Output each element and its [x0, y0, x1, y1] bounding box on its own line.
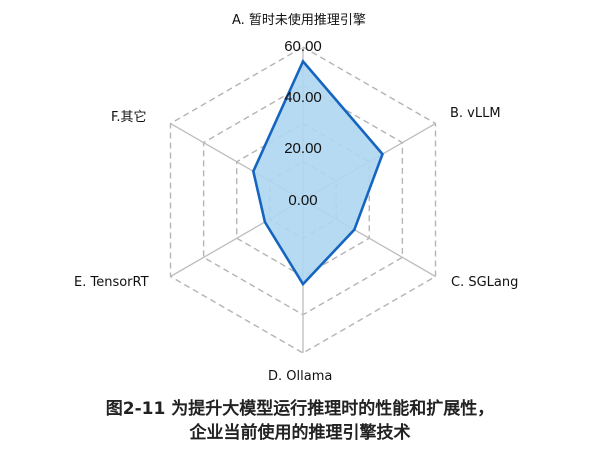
tick-60: 60.00 [284, 38, 322, 55]
figure-caption-line2: 企业当前使用的推理引擎技术 [189, 423, 411, 443]
tick-0: 0.00 [288, 192, 317, 209]
axis-label-d: D. Ollama [268, 369, 333, 384]
figure-caption-line1: 图2-11 为提升大模型运行推理时的性能和扩展性， [105, 399, 495, 419]
tick-40: 40.00 [284, 89, 322, 106]
radial-tick-labels: 60.00 40.00 20.00 0.00 [284, 38, 322, 209]
axis-label-a: A. 暂时未使用推理引擎 [232, 13, 366, 28]
axis-label-f: F.其它 [111, 110, 147, 125]
axis-label-c: C. SGLang [451, 275, 519, 290]
data-polygon [251, 58, 384, 287]
axis-label-b: B. vLLM [450, 106, 501, 121]
tick-20: 20.00 [284, 140, 322, 157]
axis-label-e: E. TensorRT [74, 275, 149, 290]
